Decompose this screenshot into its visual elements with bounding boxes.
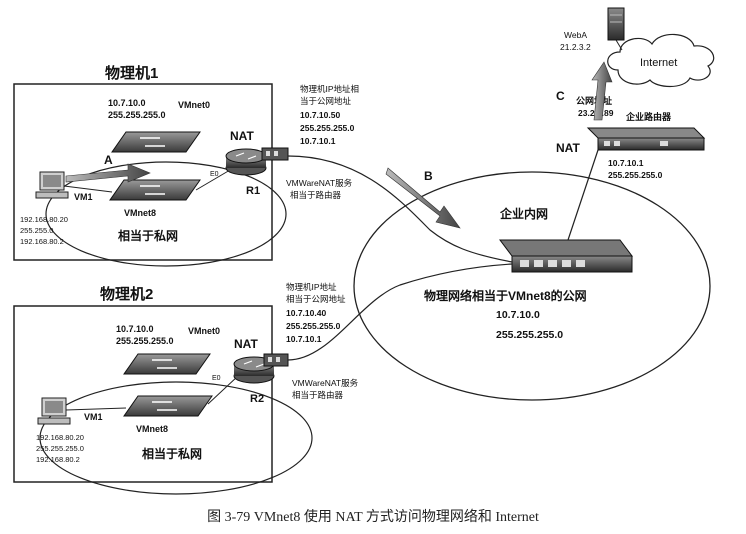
host1-hostip-line2: 当于公网地址 [300,96,352,106]
enterprise-router-label: 企业路由器 [625,111,672,122]
host2-router-icon [233,356,275,384]
host1-router-icon [225,148,267,176]
host1-vmnet0-ip: 10.7.10.0 [108,98,146,108]
host1-vm-mask: 255.255.0 [20,226,53,235]
host2-nat-label: NAT [234,337,258,351]
host2-vmnet0-ip: 10.7.10.0 [116,324,154,334]
host1-vm-computer-icon [35,171,69,199]
host2-vm-ip: 192.168.80.20 [36,433,84,442]
arrow-c [591,61,613,121]
host1-vmnet0-switch-icon [111,131,201,153]
host2-link-router [207,375,239,405]
host1-vm-ip: 192.168.80.20 [20,215,68,224]
host1-box [13,83,273,261]
link-switch-router [567,143,601,241]
intranet-switch-icon [499,239,633,273]
host1-host-gw: 10.7.10.1 [300,136,336,146]
figure-caption: 图 3-79 VMnet8 使用 NAT 方式访问物理网络和 Internet [207,510,539,525]
arrow-a [65,163,151,183]
host1-private-ellipse [45,161,287,267]
arrow-c-label: C [556,89,565,103]
link-r2-intranet [287,263,513,361]
intranet-desc: 物理网络相当于VMnet8的公网 [424,288,587,303]
host2-e0-label: E0 [212,375,221,382]
arrow-b [385,167,461,229]
host1-vmnet8-label: VMnet8 [124,208,156,218]
intranet-net-ip: 10.7.10.0 [496,309,540,321]
host2-hostip-line2: 相当于公网地址 [286,294,346,304]
host1-service-line2: 相当于路由器 [290,190,342,200]
host1-private-label: 相当于私网 [118,228,178,243]
internet-cloud-icon [607,33,715,88]
host1-vmnet0-label: VMnet0 [178,100,210,110]
internet-label: Internet [640,57,677,69]
host1-vmnet0-mask: 255.255.255.0 [108,110,166,120]
host1-vm-gw: 192.168.80.2 [20,237,64,246]
host2-link-vm [65,407,127,411]
host2-service-line2: 相当于路由器 [292,390,344,400]
enterprise-router-icon [586,127,706,151]
host1-host-ip: 10.7.10.50 [300,110,340,120]
host2-host-mask: 255.255.255.0 [286,321,341,331]
host1-service-line1: VMWareNAT服务 [286,178,353,188]
host1-host-mask: 255.255.255.0 [300,123,355,133]
host2-vmnet0-label: VMnet0 [188,326,220,336]
intranet-label: 企业内网 [499,206,548,221]
host2-private-label: 相当于私网 [142,446,202,461]
host2-host-ip: 10.7.10.40 [286,308,326,318]
host1-vmnet8-switch-icon [109,179,201,201]
host1-link-router [195,169,231,191]
weba-server-icon [607,7,625,41]
host2-host-gw: 10.7.10.1 [286,334,322,344]
host2-vm-label: VM1 [84,412,103,422]
host2-vmnet0-mask: 255.255.255.0 [116,336,174,346]
enterprise-lan-mask: 255.255.255.0 [608,170,663,180]
weba-ip: 21.2.3.2 [560,42,591,52]
host2-hostip-line1: 物理机IP地址 [286,282,337,292]
host1-vm-label: VM1 [74,192,93,202]
arrow-a-label: A [104,153,113,167]
host2-vmnet8-switch-icon [123,395,213,417]
link-r1-intranet [287,155,513,263]
host1-router-label: R1 [246,185,260,197]
host2-service-line1: VMWareNAT服务 [292,378,359,388]
network-diagram-svg: 物理机1 10.7.10.0 255.255.255.0 VMnet0 VM1 … [13,7,715,495]
host2-vm-mask: 255.255.255.0 [36,444,84,453]
host2-box [13,305,273,483]
host2-nic-icon [263,353,289,367]
enterprise-public-label: 公网地址 [576,95,612,106]
host2-router-label: R2 [250,393,264,405]
intranet-net-mask: 255.255.255.0 [496,329,563,341]
host2-vmnet8-label: VMnet8 [136,424,168,434]
arrow-b-label: B [424,169,433,183]
enterprise-lan-ip: 10.7.10.1 [608,158,644,168]
host2-vmnet0-switch-icon [123,353,211,375]
host2-private-ellipse [39,381,313,495]
host1-hostip-line1: 物理机IP地址相 [300,84,359,94]
weba-name: WebA [564,30,587,40]
host1-e0-label: E0 [210,171,219,178]
host1-nat-label: NAT [230,129,254,143]
host1-nic-icon [261,147,289,161]
host1-title: 物理机1 [105,64,158,82]
intranet-ellipse [353,171,711,401]
link-server-cloud [615,39,623,51]
enterprise-nat-label: NAT [556,141,580,155]
host2-vm-computer-icon [37,397,71,425]
host2-vm-gw: 192.168.80.2 [36,455,80,464]
host2-title: 物理机2 [100,285,153,303]
host1-link-vm [63,185,113,193]
